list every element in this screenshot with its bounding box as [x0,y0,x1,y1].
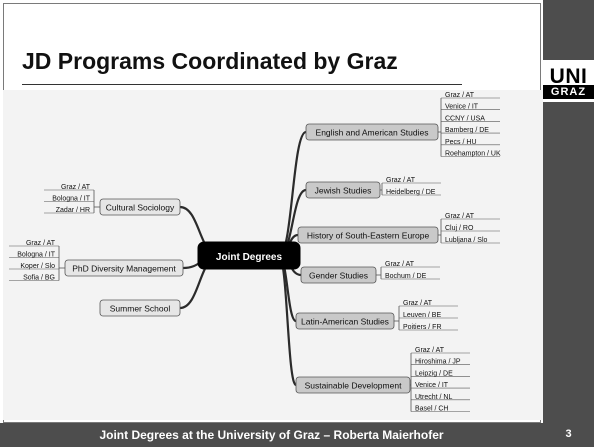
partner-label-phd-diversity-management: Graz / AT [26,240,56,247]
partner-label-phd-diversity-management: Bologna / IT [17,252,55,259]
partner-label-english-and-american-studies: Graz / AT [445,92,475,99]
hub-node [197,241,301,270]
branch-label-gender-studies: Gender Studies [309,271,368,281]
partner-label-latin-american-studies: Leuven / BE [403,312,441,319]
partner-label-sustainable-development: Venice / IT [415,382,449,389]
partner-label-english-and-american-studies: CCNY / USA [445,115,485,122]
page-number: 3 [565,428,572,440]
partner-label-phd-diversity-management: Koper / Slo [20,263,55,270]
partner-label-latin-american-studies: Graz / AT [403,300,433,307]
partner-label-english-and-american-studies: Pecs / HU [445,139,477,146]
branch-label-phd-diversity-management: PhD Diversity Management [72,264,176,274]
branch-label-latin-american-studies: Latin-American Studies [301,317,389,327]
partner-label-latin-american-studies: Poitiers / FR [403,324,442,331]
branch-label-history-of-south-eastern-europe: History of South-Eastern Europe [307,231,430,241]
branch-label-jewish-studies: Jewish Studies [315,186,372,196]
hub-label: Joint Degrees [216,252,283,263]
footer-bar [0,423,594,447]
partner-label-history-of-south-eastern-europe: Graz / AT [445,213,475,220]
partner-label-english-and-american-studies: Venice / IT [445,104,479,111]
footer-text: Joint Degrees at the University of Graz … [99,428,444,442]
branch-label-english-and-american-studies: English and American Studies [316,128,429,138]
partner-label-cultural-sociology: Graz / AT [61,184,91,191]
partner-label-history-of-south-eastern-europe: Cluj / RO [445,225,474,232]
partner-label-sustainable-development: Basel / CH [415,406,448,413]
partner-label-sustainable-development: Leipzig / DE [415,370,453,377]
partner-label-english-and-american-studies: Bamberg / DE [445,127,489,134]
partner-label-sustainable-development: Hiroshima / JP [415,359,461,366]
partner-label-sustainable-development: Utrecht / NL [415,394,452,401]
branch-label-cultural-sociology: Cultural Sociology [106,203,175,213]
partner-label-cultural-sociology: Bologna / IT [52,196,90,203]
uni-graz-logo: UNI GRAZ [543,60,594,102]
partner-label-cultural-sociology: Zadar / HR [56,207,90,214]
branch-label-summer-school: Summer School [110,304,171,314]
partner-label-history-of-south-eastern-europe: Lubljana / Slo [445,237,488,244]
branch-label-sustainable-development: Sustainable Development [305,381,403,391]
partner-label-jewish-studies: Graz / AT [386,177,416,184]
branch-node-summer-school [99,299,181,317]
title-underline [22,84,462,85]
slide-title: JD Programs Coordinated by Graz [22,48,398,74]
partner-label-gender-studies: Bochum / DE [385,273,427,280]
partner-label-english-and-american-studies: Roehampton / UK [445,151,501,158]
partner-label-gender-studies: Graz / AT [385,261,415,268]
logo-text-bottom: GRAZ [543,85,594,99]
partner-label-sustainable-development: Graz / AT [415,347,445,354]
partner-label-jewish-studies: Heidelberg / DE [386,189,436,196]
logo-text-top: UNI [549,65,588,88]
partner-label-phd-diversity-management: Sofia / BG [23,275,55,282]
